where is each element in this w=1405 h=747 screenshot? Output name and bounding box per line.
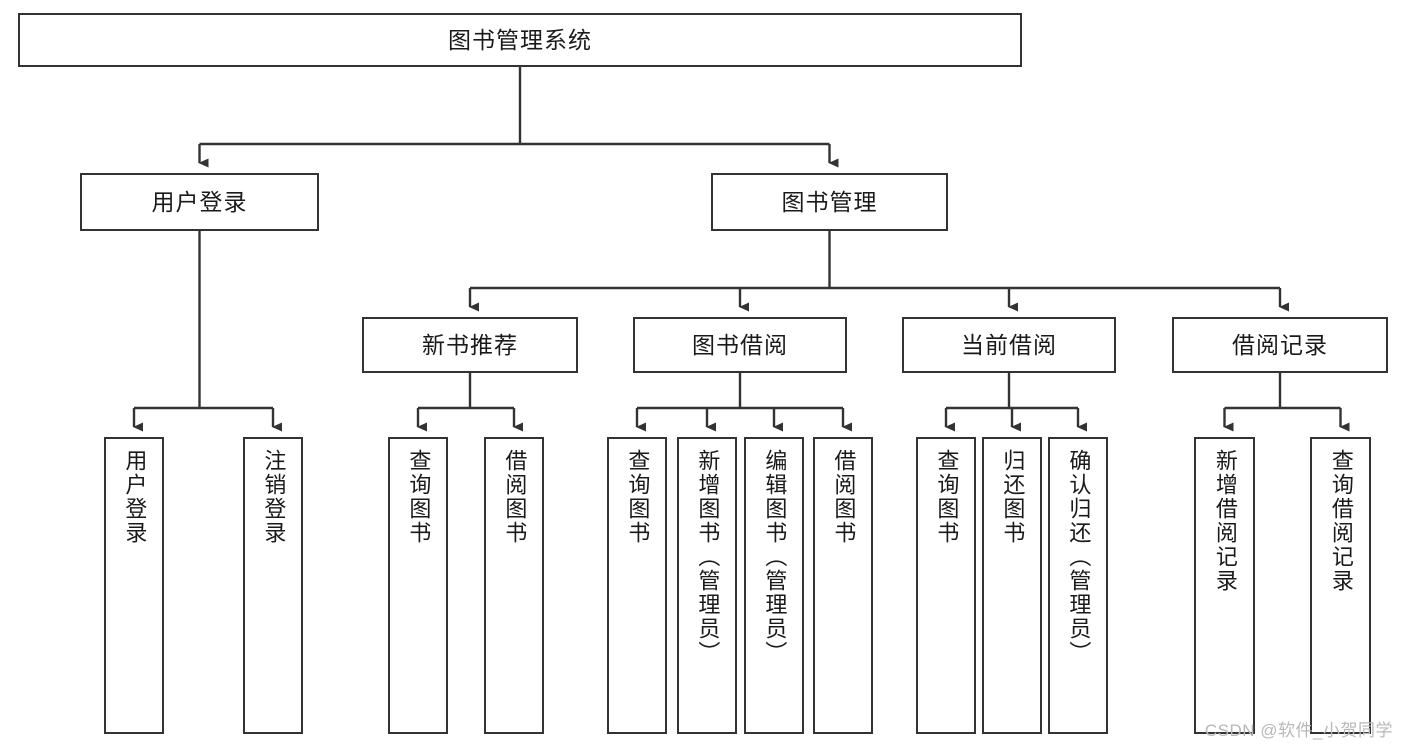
node-book-borrow[interactable]: 图书借阅 xyxy=(633,317,847,373)
node-label: 借阅记录 xyxy=(1232,331,1328,358)
node-leaf-bb-query[interactable]: 查询图书 xyxy=(607,437,667,734)
node-label: 新增图书（管理员） xyxy=(695,449,721,665)
node-book-manage[interactable]: 图书管理 xyxy=(711,173,948,231)
node-user-login[interactable]: 用户登录 xyxy=(80,173,319,231)
node-leaf-rec-borrow[interactable]: 借阅图书 xyxy=(484,437,544,734)
node-leaf-bb-add[interactable]: 新增图书（管理员） xyxy=(677,437,737,734)
node-leaf-br-add[interactable]: 新增借阅记录 xyxy=(1194,437,1255,734)
node-label: 图书管理 xyxy=(781,188,878,215)
node-label: 用户登录 xyxy=(122,449,148,545)
node-label: 查询借阅记录 xyxy=(1328,449,1354,593)
node-label: 用户登录 xyxy=(151,188,248,215)
node-label: 注销登录 xyxy=(261,449,287,545)
node-label: 查询图书 xyxy=(406,449,432,545)
node-leaf-bb-borrow[interactable]: 借阅图书 xyxy=(813,437,873,734)
node-current-borrow[interactable]: 当前借阅 xyxy=(902,317,1116,373)
node-label: 图书借阅 xyxy=(692,331,788,358)
node-leaf-cb-return[interactable]: 归还图书 xyxy=(982,437,1042,734)
node-label: 编辑图书（管理员） xyxy=(762,449,788,665)
node-leaf-bb-edit[interactable]: 编辑图书（管理员） xyxy=(744,437,804,734)
node-leaf-br-query[interactable]: 查询借阅记录 xyxy=(1310,437,1371,734)
node-leaf-user-login[interactable]: 用户登录 xyxy=(104,437,164,734)
node-label: 图书管理系统 xyxy=(448,26,592,53)
node-label: 查询图书 xyxy=(934,449,960,545)
node-label: 确认归还（管理员） xyxy=(1066,449,1092,665)
node-leaf-cb-query[interactable]: 查询图书 xyxy=(916,437,976,734)
node-label: 新书推荐 xyxy=(422,331,518,358)
node-label: 归还图书 xyxy=(1000,449,1026,545)
node-leaf-rec-query[interactable]: 查询图书 xyxy=(388,437,448,734)
node-label: 新增借阅记录 xyxy=(1212,449,1238,593)
node-leaf-cb-confirm[interactable]: 确认归还（管理员） xyxy=(1048,437,1108,734)
node-leaf-user-logout[interactable]: 注销登录 xyxy=(243,437,303,734)
node-label: 借阅图书 xyxy=(502,449,528,545)
node-new-book-rec[interactable]: 新书推荐 xyxy=(362,317,578,373)
csdn-watermark: CSDN @软件_小贺同学 xyxy=(1204,721,1393,740)
node-borrow-record[interactable]: 借阅记录 xyxy=(1172,317,1388,373)
node-label: 借阅图书 xyxy=(831,449,857,545)
node-label: 当前借阅 xyxy=(961,331,1057,358)
node-label: 查询图书 xyxy=(625,449,651,545)
node-root[interactable]: 图书管理系统 xyxy=(18,13,1022,67)
